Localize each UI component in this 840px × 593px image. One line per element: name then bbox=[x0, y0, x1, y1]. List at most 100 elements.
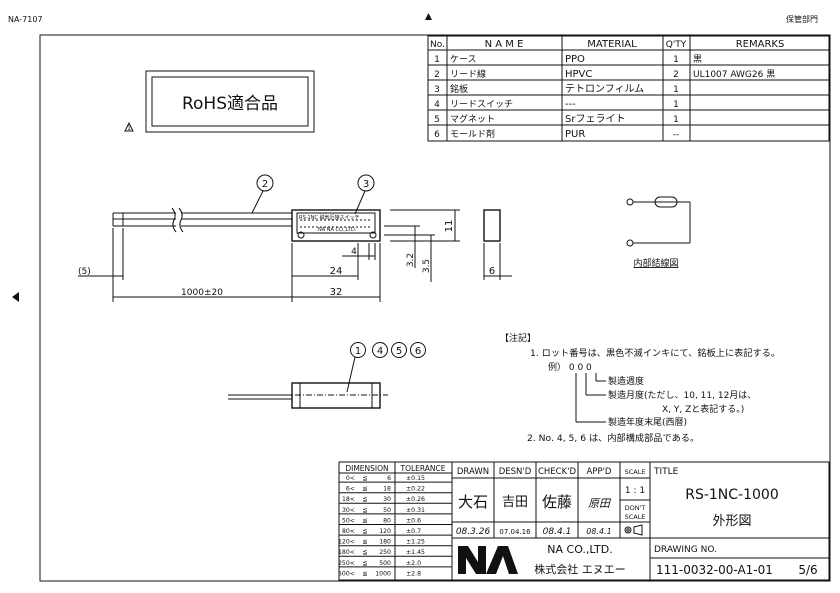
balloon-5-label: 5 bbox=[396, 346, 402, 357]
parts-row-material: PUR bbox=[565, 129, 585, 140]
tol-row-value: ±1.45 bbox=[406, 549, 425, 556]
dim-3-2: 3.2 bbox=[406, 253, 416, 267]
tol-header-dimension: DIMENSION bbox=[345, 464, 388, 473]
balloon-3 bbox=[357, 174, 375, 192]
tolerance-table: DIMENSION TOLERANCE bbox=[338, 461, 453, 581]
note-year: 製造年度末尾(西暦) bbox=[608, 416, 687, 428]
parts-row-name: マグネット bbox=[450, 113, 495, 125]
tol-row-op: ≦ bbox=[362, 475, 367, 482]
tol-row-op: ≦ bbox=[362, 486, 367, 493]
parts-row-qty: 2 bbox=[673, 70, 679, 80]
tol-row-from: 180< bbox=[338, 549, 355, 556]
note-week: 製造週度 bbox=[608, 375, 644, 387]
dim-24: 24 bbox=[330, 266, 343, 277]
dont-scale-1: DON'T bbox=[625, 504, 646, 512]
tol-row-op: ≦ bbox=[362, 539, 367, 546]
balloon-1-label: 1 bbox=[355, 346, 361, 357]
tol-row-from: 120< bbox=[338, 539, 355, 546]
note-month-2: X, Y, Zと表記する。) bbox=[662, 403, 744, 415]
tol-row-to: 6 bbox=[387, 475, 391, 482]
parts-row-qty: 1 bbox=[673, 115, 679, 125]
tb-appd: APP'D bbox=[587, 467, 612, 477]
bottom-view-drawing bbox=[228, 382, 388, 409]
side-view-drawing: RS-1NC 磁気近接スイッチ NA NA CO.,LTD. bbox=[112, 207, 381, 242]
parts-row-no: 3 bbox=[434, 85, 440, 95]
tol-row-from: 6< bbox=[346, 486, 355, 493]
tol-row-from: 80< bbox=[342, 528, 355, 535]
sheet-number: 5/6 bbox=[798, 563, 817, 577]
balloon-3-label: 3 bbox=[363, 179, 369, 190]
parts-row-material: テトロンフィルム bbox=[565, 83, 644, 95]
parts-header-no: No. bbox=[430, 40, 445, 50]
sig-drawn: 大石 bbox=[458, 493, 488, 511]
company-name-jp: 株式会社 エヌエー bbox=[534, 562, 626, 576]
tb-drawn: DRAWN bbox=[457, 467, 489, 477]
tol-row-to: 30 bbox=[383, 496, 391, 503]
parts-row-remarks: UL1007 AWG26 黒 bbox=[693, 69, 775, 80]
lot-code-leaders bbox=[575, 373, 606, 423]
parts-row-no: 5 bbox=[434, 115, 440, 125]
tol-row-from: 18< bbox=[342, 496, 355, 503]
drawing-code: NA-7107 bbox=[8, 15, 43, 24]
tol-row-to: 250 bbox=[379, 549, 391, 556]
tol-row-to: 18 bbox=[383, 486, 391, 493]
parts-row-name: リード線 bbox=[450, 68, 486, 80]
tol-row-value: ±0.6 bbox=[406, 517, 421, 524]
sig-app: 原田 bbox=[588, 497, 612, 510]
tol-row-from: 50< bbox=[342, 517, 355, 524]
parts-header-material: MATERIAL bbox=[587, 39, 637, 50]
sig-check: 佐藤 bbox=[542, 493, 572, 511]
balloon-2-label: 2 bbox=[262, 179, 268, 190]
tol-row-op: ≦ bbox=[362, 507, 367, 514]
parts-row-no: 2 bbox=[434, 70, 440, 80]
parts-row-no: 4 bbox=[434, 100, 440, 110]
tol-row-value: ±0.26 bbox=[406, 496, 425, 503]
wiring-diagram bbox=[626, 196, 691, 247]
dim-1000: 1000±20 bbox=[181, 288, 223, 298]
tol-row-value: ±1.25 bbox=[406, 539, 425, 546]
center-mark-left bbox=[12, 292, 19, 302]
tol-row-from: 250< bbox=[338, 560, 355, 567]
tol-header-tolerance: TOLERANCE bbox=[399, 464, 445, 473]
drawing-no: 111-0032-00-A1-01 bbox=[656, 563, 773, 577]
tol-row-op: ≦ bbox=[362, 549, 367, 556]
tol-row-op: ≦ bbox=[362, 496, 367, 503]
notes-title: 【注記】 bbox=[500, 332, 536, 344]
tol-row-value: ±2.0 bbox=[406, 560, 421, 567]
tol-row-op: ≦ bbox=[362, 528, 367, 535]
dim-6: 6 bbox=[489, 266, 495, 277]
date-drawn: 08.3.26 bbox=[456, 527, 491, 537]
tol-row-op: ≦ bbox=[362, 517, 367, 524]
wiring-label: 内部結線図 bbox=[633, 257, 678, 269]
date-app: 08.4.1 bbox=[586, 527, 611, 536]
dept-label: 保管部門 bbox=[786, 14, 818, 24]
dim-32: 32 bbox=[330, 287, 343, 298]
tolerance-rows: 0<≦6±0.156<≦18±0.2218<≦30±0.2630<≦50±0.3… bbox=[338, 475, 452, 577]
tol-row-op: ≦ bbox=[362, 570, 367, 577]
end-view-drawing bbox=[483, 209, 501, 242]
parts-row-name: モールド剤 bbox=[450, 128, 495, 140]
dim-5: (5) bbox=[78, 267, 91, 277]
dont-scale-2: SCALE bbox=[625, 513, 646, 521]
note-example: 例） 0 0 0 bbox=[548, 361, 592, 373]
date-desnd: 07.04.16 bbox=[499, 528, 531, 536]
tol-row-value: ±0.15 bbox=[406, 475, 425, 482]
parts-row-remarks: 黒 bbox=[693, 54, 702, 65]
parts-row-qty: 1 bbox=[673, 100, 679, 110]
drawing-no-label: DRAWING NO. bbox=[654, 545, 717, 555]
tol-row-from: 500< bbox=[338, 570, 355, 577]
tol-row-value: ±0.22 bbox=[406, 486, 425, 493]
scale-value: 1 : 1 bbox=[625, 486, 645, 496]
na-logo bbox=[458, 546, 518, 574]
dim-11: 11 bbox=[444, 220, 455, 233]
note-2: 2. No. 4, 5, 6 は、内部構成部品である。 bbox=[527, 432, 699, 444]
tol-row-value: ±2.8 bbox=[406, 570, 421, 577]
tol-row-to: 180 bbox=[379, 539, 391, 546]
parts-header-remarks: REMARKS bbox=[736, 39, 785, 50]
parts-row-name: リードスイッチ bbox=[450, 99, 513, 110]
note-month: 製造月度(ただし、10, 11, 12月は、 bbox=[608, 389, 756, 401]
parts-row-qty: 1 bbox=[673, 55, 679, 65]
product-label-line2: NA NA CO.,LTD. bbox=[318, 227, 357, 233]
center-mark-top bbox=[425, 13, 432, 20]
tol-row-op: ≦ bbox=[362, 560, 367, 567]
